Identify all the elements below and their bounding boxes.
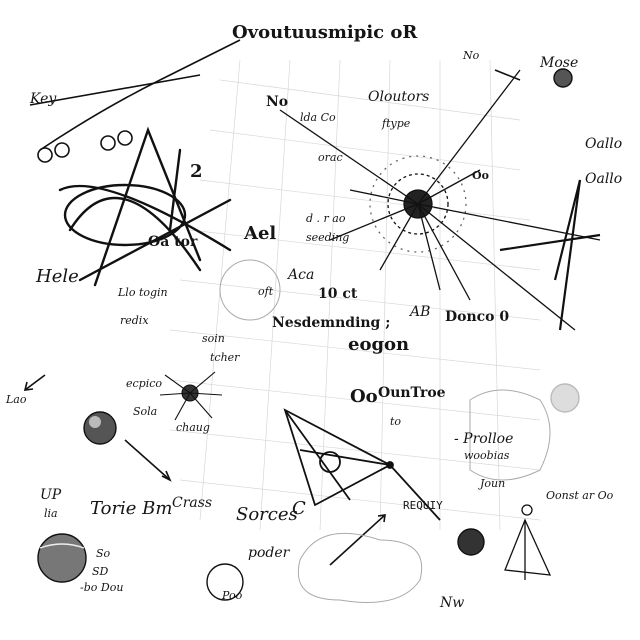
bubbles <box>219 259 551 603</box>
label-poder: poder <box>248 545 290 561</box>
label-tcher: tcher <box>210 351 240 364</box>
label-seeding: seeding <box>306 231 350 244</box>
triangle-diagram <box>283 408 441 521</box>
label-sorces: Sorces <box>236 504 298 525</box>
right-triangle-sketch <box>499 179 601 331</box>
label-up: UP <box>40 487 62 503</box>
label-sd: SD <box>92 565 109 578</box>
label-oonst: Oonst ar Oo <box>546 489 614 502</box>
label-requiy: REQUIY <box>403 499 443 512</box>
label-lao: Lao <box>6 393 27 406</box>
label-dr: d . r ao <box>306 212 346 225</box>
label-oat: Oa tor <box>148 234 198 250</box>
label-idaco: lda Co <box>300 111 336 124</box>
top-left-scribble <box>29 39 241 163</box>
bottom-right-structure <box>504 504 552 580</box>
label-oo-center: Oo <box>350 386 378 407</box>
label-ountroe: OunTroe <box>378 385 446 401</box>
label-oallo-2: Oallo <box>585 171 623 187</box>
label-torie: Torie Bm <box>90 498 173 519</box>
label-ftype: ftype <box>382 117 411 130</box>
label-no-top: No <box>463 49 480 62</box>
central-starburst <box>279 69 601 331</box>
spheres <box>37 68 580 601</box>
grid <box>169 59 541 531</box>
label-hele: Hele <box>36 266 79 287</box>
label-lia: lia <box>44 507 58 520</box>
pentagram-sketch <box>58 126 232 287</box>
label-so: So <box>96 547 111 560</box>
label-aca: Aca <box>288 267 315 283</box>
label-c: C <box>292 498 306 519</box>
label-donco: Donco 0 <box>445 309 510 325</box>
label-prolloe: - Prolloe <box>454 431 514 447</box>
label-ool: Oo <box>472 169 489 182</box>
label-ael: Ael <box>244 223 277 244</box>
label-llo: Llo togin <box>118 286 168 299</box>
label-poo: Poo <box>222 589 243 602</box>
label-oloutors: Oloutors <box>368 89 430 105</box>
label-ab: AB <box>410 304 431 320</box>
label-soin: soin <box>202 332 225 345</box>
label-to: to <box>390 415 402 428</box>
label-joun: Joun <box>480 477 506 490</box>
label-mose: Mose <box>540 55 579 71</box>
label-crass: Crass <box>172 495 213 511</box>
label-chaug: chaug <box>176 421 210 434</box>
label-nesd: Nesdemnding ; <box>272 315 391 331</box>
label-ecpico: ecpico <box>126 377 163 390</box>
label-woobias: woobias <box>464 449 510 462</box>
small-sun <box>159 371 223 421</box>
label-pedix: redix <box>120 314 149 327</box>
label-sola: Sola <box>133 405 158 418</box>
title-text: Ovoutuusmipic oR <box>232 22 418 43</box>
label-eogon: eogon <box>348 334 410 355</box>
label-no: No <box>266 94 289 110</box>
arrows <box>23 69 521 566</box>
label-nw: Nw <box>440 595 465 611</box>
label-ioct: 10 ct <box>318 286 358 302</box>
label-oallo-1: Oallo <box>585 136 623 152</box>
label-2: 2 <box>190 161 203 182</box>
label-orac: orac <box>318 151 343 164</box>
label-bdo: -bo Dou <box>80 581 124 594</box>
label-key: Key <box>30 91 57 107</box>
label-oft: oft <box>258 285 274 298</box>
